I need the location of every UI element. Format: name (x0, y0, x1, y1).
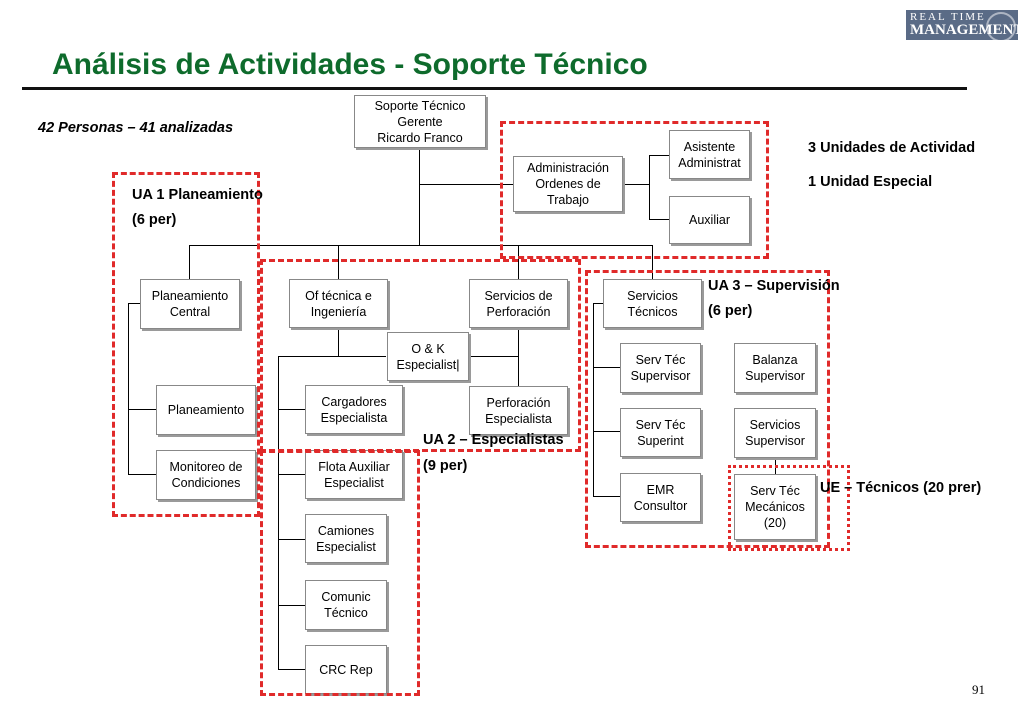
box-administracion-ordenes: Administración Ordenes de Trabajo (513, 156, 623, 212)
company-logo: REAL TIME MANAGEMENT (906, 10, 1018, 40)
box-cargadores-especialista: Cargadores Especialista (305, 385, 403, 434)
connector (419, 184, 513, 185)
group-ua2-name: UA 2 – Especialistas (423, 432, 564, 448)
connector (128, 303, 140, 304)
group-ua2-count: (9 per) (423, 458, 468, 474)
connector (278, 356, 279, 670)
group-ue-name: UE – Técnicos (20 prer) (820, 480, 982, 496)
box-servicios-tecnicos: Servicios Técnicos (603, 279, 702, 328)
connector (278, 539, 306, 540)
box-ok-especialista: O & K Especialist| (387, 332, 469, 381)
outline-ua3 (585, 270, 830, 548)
box-servicios-supervisor: Servicios Supervisor (734, 408, 816, 458)
connector (278, 409, 306, 410)
box-crc-rep: CRC Rep (305, 645, 387, 694)
group-ua1-count: (6 per) (132, 212, 177, 228)
box-perforacion-especialista: Perforación Especialista (469, 386, 568, 435)
outline-ua2-column (260, 450, 420, 696)
connector (469, 356, 519, 357)
connector (593, 496, 620, 497)
box-monitoreo-condiciones: Monitoreo de Condiciones (156, 450, 256, 500)
outline-ue (728, 465, 850, 551)
connector (593, 303, 594, 497)
box-serv-tec-superint: Serv Téc Superint (620, 408, 701, 457)
box-camiones-especialist: Camiones Especialist (305, 514, 387, 563)
connector (518, 245, 519, 279)
box-asistente-administrativo: Asistente Administrat (669, 130, 750, 179)
outline-ua2-main (260, 259, 581, 452)
connector (419, 148, 420, 245)
globe-icon (986, 12, 1016, 40)
logo-line-1: REAL TIME (910, 11, 986, 23)
connector (278, 474, 306, 475)
box-servicios-perforacion: Servicios de Perforación (469, 279, 568, 328)
connector (593, 431, 620, 432)
box-auxiliar: Auxiliar (669, 196, 750, 244)
connector (189, 245, 653, 246)
connector (338, 245, 339, 279)
connector (128, 474, 156, 475)
connector (278, 605, 306, 606)
note-unidades-actividad: 3 Unidades de Actividad (808, 140, 976, 156)
connector (593, 367, 620, 368)
connector (649, 155, 669, 156)
box-serv-tec-mecanicos: Serv Téc Mecánicos (20) (734, 474, 816, 540)
connector (128, 409, 156, 410)
connector (518, 328, 519, 386)
box-comunic-tecnico: Comunic Técnico (305, 580, 387, 630)
page-title: Análisis de Actividades - Soporte Técnic… (52, 48, 648, 81)
box-planeamiento: Planeamiento (156, 385, 256, 435)
outline-ua1-left (112, 172, 260, 517)
connector (623, 184, 650, 185)
group-ua1-name: UA 1 Planeamiento (132, 187, 263, 203)
connector (128, 303, 129, 475)
box-balanza-supervisor: Balanza Supervisor (734, 343, 816, 393)
note-personas: 42 Personas – 41 analizadas (38, 120, 234, 136)
note-unidad-especial: 1 Unidad Especial (808, 174, 933, 190)
box-emr-consultor: EMR Consultor (620, 473, 701, 522)
connector (278, 356, 386, 357)
box-oficina-tecnica: Of técnica e Ingeniería (289, 279, 388, 328)
group-ua3-count: (6 per) (708, 303, 753, 319)
group-ua3-name: UA 3 – Supervisión (708, 278, 840, 294)
connector (593, 303, 604, 304)
connector (649, 219, 669, 220)
connector (652, 245, 653, 279)
connector (649, 155, 650, 220)
title-underline (22, 87, 967, 90)
outline-ua1-top (500, 121, 769, 259)
box-gerente: Soporte Técnico Gerente Ricardo Franco (354, 95, 486, 148)
box-serv-tec-supervisor: Serv Téc Supervisor (620, 343, 701, 393)
connector (189, 245, 190, 279)
connector (278, 669, 306, 670)
box-planeamiento-central: Planeamiento Central (140, 279, 240, 329)
page-number: 91 (972, 682, 985, 697)
box-flota-auxiliar: Flota Auxiliar Especialist (305, 450, 403, 499)
connector (338, 328, 339, 357)
